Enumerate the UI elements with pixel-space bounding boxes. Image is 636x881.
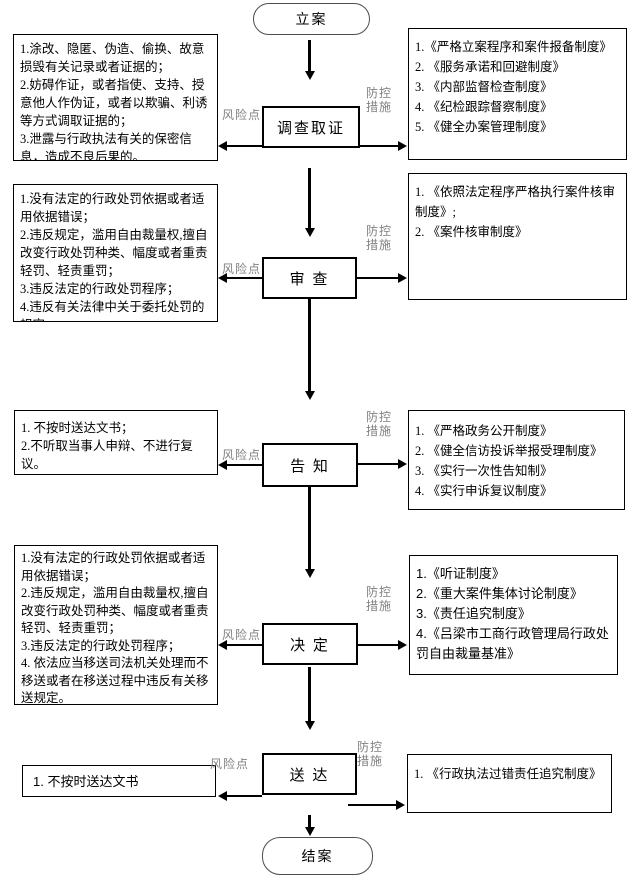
process-label: 审 查: [289, 271, 330, 288]
measure-item: 2. 《案件核审制度》: [415, 225, 528, 239]
control-measure-line: 措施: [366, 599, 393, 613]
risk-item: 2.违反规定，滥用自由裁量权,擅自改变行政处罚种类、幅度或者重责轻罚、轻责重罚；: [20, 228, 208, 278]
arrow-left-notification-risk: [227, 464, 262, 466]
terminal-end-label: 结案: [301, 850, 334, 865]
control-measure-line: 措施: [366, 238, 393, 252]
arrow-down-notification-to-decision: [308, 487, 311, 570]
risk-item: 4.违反有关法律中关于委托处罚的规定.。: [20, 300, 205, 321]
measure-item: 3. 《实行一次性告知制》: [415, 464, 553, 478]
control-measure-line: 防控: [366, 224, 393, 238]
arrow-down-start-to-investigation: [308, 40, 311, 72]
arrow-left-review-risk: [227, 277, 262, 279]
control-measure-line: 措施: [366, 100, 393, 114]
arrow-left-investigation-risk: [227, 145, 262, 147]
arrow-right-investigation-measure: [360, 145, 398, 147]
measure-item: 4. 《纪检跟踪督察制度》: [415, 100, 553, 114]
process-label: 送 达: [289, 767, 330, 784]
control-measure-line: 措施: [366, 424, 393, 438]
measure-item: 1.《听证制度》: [416, 566, 505, 581]
risk-point-label: 风险点: [222, 108, 262, 122]
measure-item: 1. 《行政执法过错责任追究制度》: [414, 767, 602, 781]
terminal-end: 结案: [262, 837, 373, 875]
control-measure-line: 防控: [366, 585, 393, 599]
risk-item: 1.没有法定的行政处罚依据或者适用依据错误；: [21, 551, 206, 583]
control-measure-line: 防控: [357, 740, 384, 754]
risk-item: 3.违反法定的行政处罚程序；: [20, 282, 180, 296]
risk-point-label: 风险点: [222, 262, 262, 276]
control-measure-line: 防控: [366, 86, 393, 100]
risk-box-decision: 1.没有法定的行政处罚依据或者适用依据错误； 2.违反规定，滥用自由裁量权,擅自…: [14, 545, 218, 705]
process-box-delivery: 送 达: [262, 753, 357, 795]
process-box-notification: 告 知: [262, 443, 358, 487]
risk-item: 2.不听取当事人申辩、不进行复议。: [21, 439, 193, 471]
arrow-down-decision-to-delivery: [308, 667, 311, 722]
risk-box-review: 1.没有法定的行政处罚依据或者适用依据错误； 2.违反规定，滥用自由裁量权,擅自…: [13, 184, 218, 322]
control-measure-label: 防控 措施: [357, 740, 383, 768]
arrow-right-decision-measure: [358, 644, 398, 646]
risk-box-notification: 1. 不按时送达文书； 2.不听取当事人申辩、不进行复议。: [14, 410, 218, 475]
arrow-down-investigation-to-review: [308, 168, 311, 229]
measure-box-review: 1. 《依照法定程序严格执行案件核审制度》; 2. 《案件核审制度》: [408, 173, 627, 300]
process-label: 调查取证: [276, 120, 345, 137]
control-measure-line: 防控: [366, 410, 393, 424]
control-measure-label: 防控 措施: [366, 410, 392, 438]
measure-item: 2.《重大案件集体讨论制度》: [416, 586, 583, 601]
measure-item: 1. 《严格政务公开制度》: [415, 424, 553, 438]
measure-box-delivery: 1. 《行政执法过错责任追究制度》: [407, 754, 612, 813]
process-box-investigation: 调查取证: [262, 106, 360, 148]
arrow-down-review-to-notification: [308, 299, 311, 392]
process-box-review: 审 查: [262, 257, 357, 299]
control-measure-label: 防控 措施: [366, 585, 392, 613]
measure-item: 3.《责任追究制度》: [416, 606, 531, 621]
risk-item: 1.没有法定的行政处罚依据或者适用依据错误；: [20, 192, 205, 224]
arrow-right-review-measure: [357, 277, 398, 279]
risk-item: 1. 不按时送达文书: [33, 774, 139, 789]
risk-item: 2.妨碍作证，或者指使、支持、授意他人作伪证，或者以欺骗、利诱等方式调取证据的；: [20, 78, 208, 128]
process-label: 告 知: [290, 458, 330, 475]
measure-item: 1.《严格立案程序和案件报备制度》: [415, 40, 612, 54]
process-box-decision: 决 定: [262, 623, 358, 665]
arrow-right-notification-measure: [358, 463, 398, 465]
arrow-left-delivery-risk: [227, 795, 262, 797]
risk-box-delivery: 1. 不按时送达文书: [22, 765, 216, 797]
measure-box-decision: 1.《听证制度》 2.《重大案件集体讨论制度》 3.《责任追究制度》 4.《吕梁…: [409, 555, 618, 675]
risk-item: 1. 不按时送达文书；: [21, 421, 134, 435]
risk-point-label: 风险点: [222, 448, 262, 462]
measure-item: 1. 《依照法定程序严格执行案件核审制度》;: [415, 185, 616, 219]
measure-item: 5. 《健全办案管理制度》: [415, 120, 553, 134]
arrow-right-delivery-measure: [348, 804, 396, 806]
control-measure-label: 防控 措施: [366, 224, 392, 252]
risk-item: 2.违反规定，滥用自由裁量权,擅自改变行政处罚种类、幅度或者重责轻罚、轻责重罚；: [21, 586, 209, 635]
risk-box-investigation: 1.涂改、隐匿、伪造、偷换、故意损毁有关记录或者证据的； 2.妨碍作证，或者指使…: [13, 34, 218, 161]
risk-item: 1.涂改、隐匿、伪造、偷换、故意损毁有关记录或者证据的；: [20, 42, 205, 74]
risk-item: 4. 依法应当移送司法机关处理而不移送或者在移送过程中违反有关移送规定。: [21, 656, 209, 705]
risk-item: 3.违反法定的行政处罚程序；: [21, 638, 181, 653]
risk-item: 3.泄露与行政执法有关的保密信息，造成不良后果的。: [20, 132, 192, 161]
risk-point-label: 风险点: [222, 628, 262, 642]
measure-item: 2. 《健全信访投诉举报受理制度》: [415, 444, 603, 458]
control-measure-label: 防控 措施: [366, 86, 392, 114]
arrow-left-decision-risk: [227, 644, 262, 646]
process-label: 决 定: [290, 637, 330, 654]
terminal-start-label: 立案: [295, 13, 328, 28]
terminal-start: 立案: [253, 3, 370, 35]
measure-box-investigation: 1.《严格立案程序和案件报备制度》 2. 《服务承诺和回避制度》 3. 《内部监…: [408, 28, 627, 160]
control-measure-line: 措施: [357, 754, 384, 768]
measure-item: 4. 《实行申诉复议制度》: [415, 484, 553, 498]
measure-item: 2. 《服务承诺和回避制度》: [415, 60, 566, 74]
measure-item: 3. 《内部监督检查制度》: [415, 80, 553, 94]
measure-item: 4.《吕梁市工商行政管理局行政处罚自由裁量基准》: [416, 626, 609, 661]
risk-point-label: 风险点: [210, 757, 250, 771]
measure-box-notification: 1. 《严格政务公开制度》 2. 《健全信访投诉举报受理制度》 3. 《实行一次…: [408, 410, 625, 510]
arrow-down-delivery-to-end: [308, 815, 311, 828]
